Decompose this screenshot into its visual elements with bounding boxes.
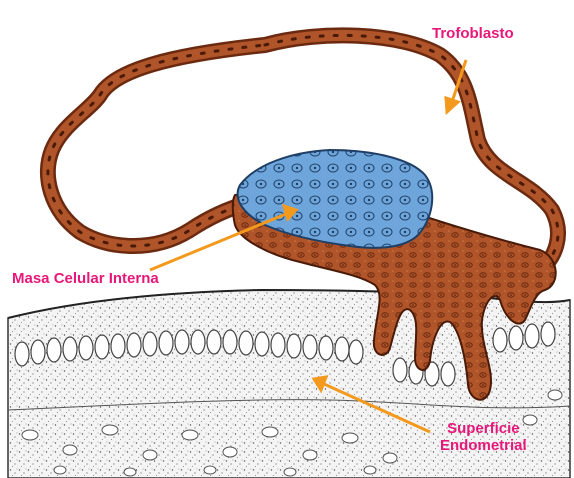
endometrial-surface-label: Superficie Endometrial [440,420,527,454]
trophoblast-label: Trofoblasto [432,25,514,42]
endometrial-surface-label-line1: Superficie [440,420,527,437]
trophoblast-arrowhead [446,98,458,112]
inner-cell-mass-label: Masa Celular Interna [12,270,159,287]
endometrial-surface-label-line2: Endometrial [440,437,527,454]
